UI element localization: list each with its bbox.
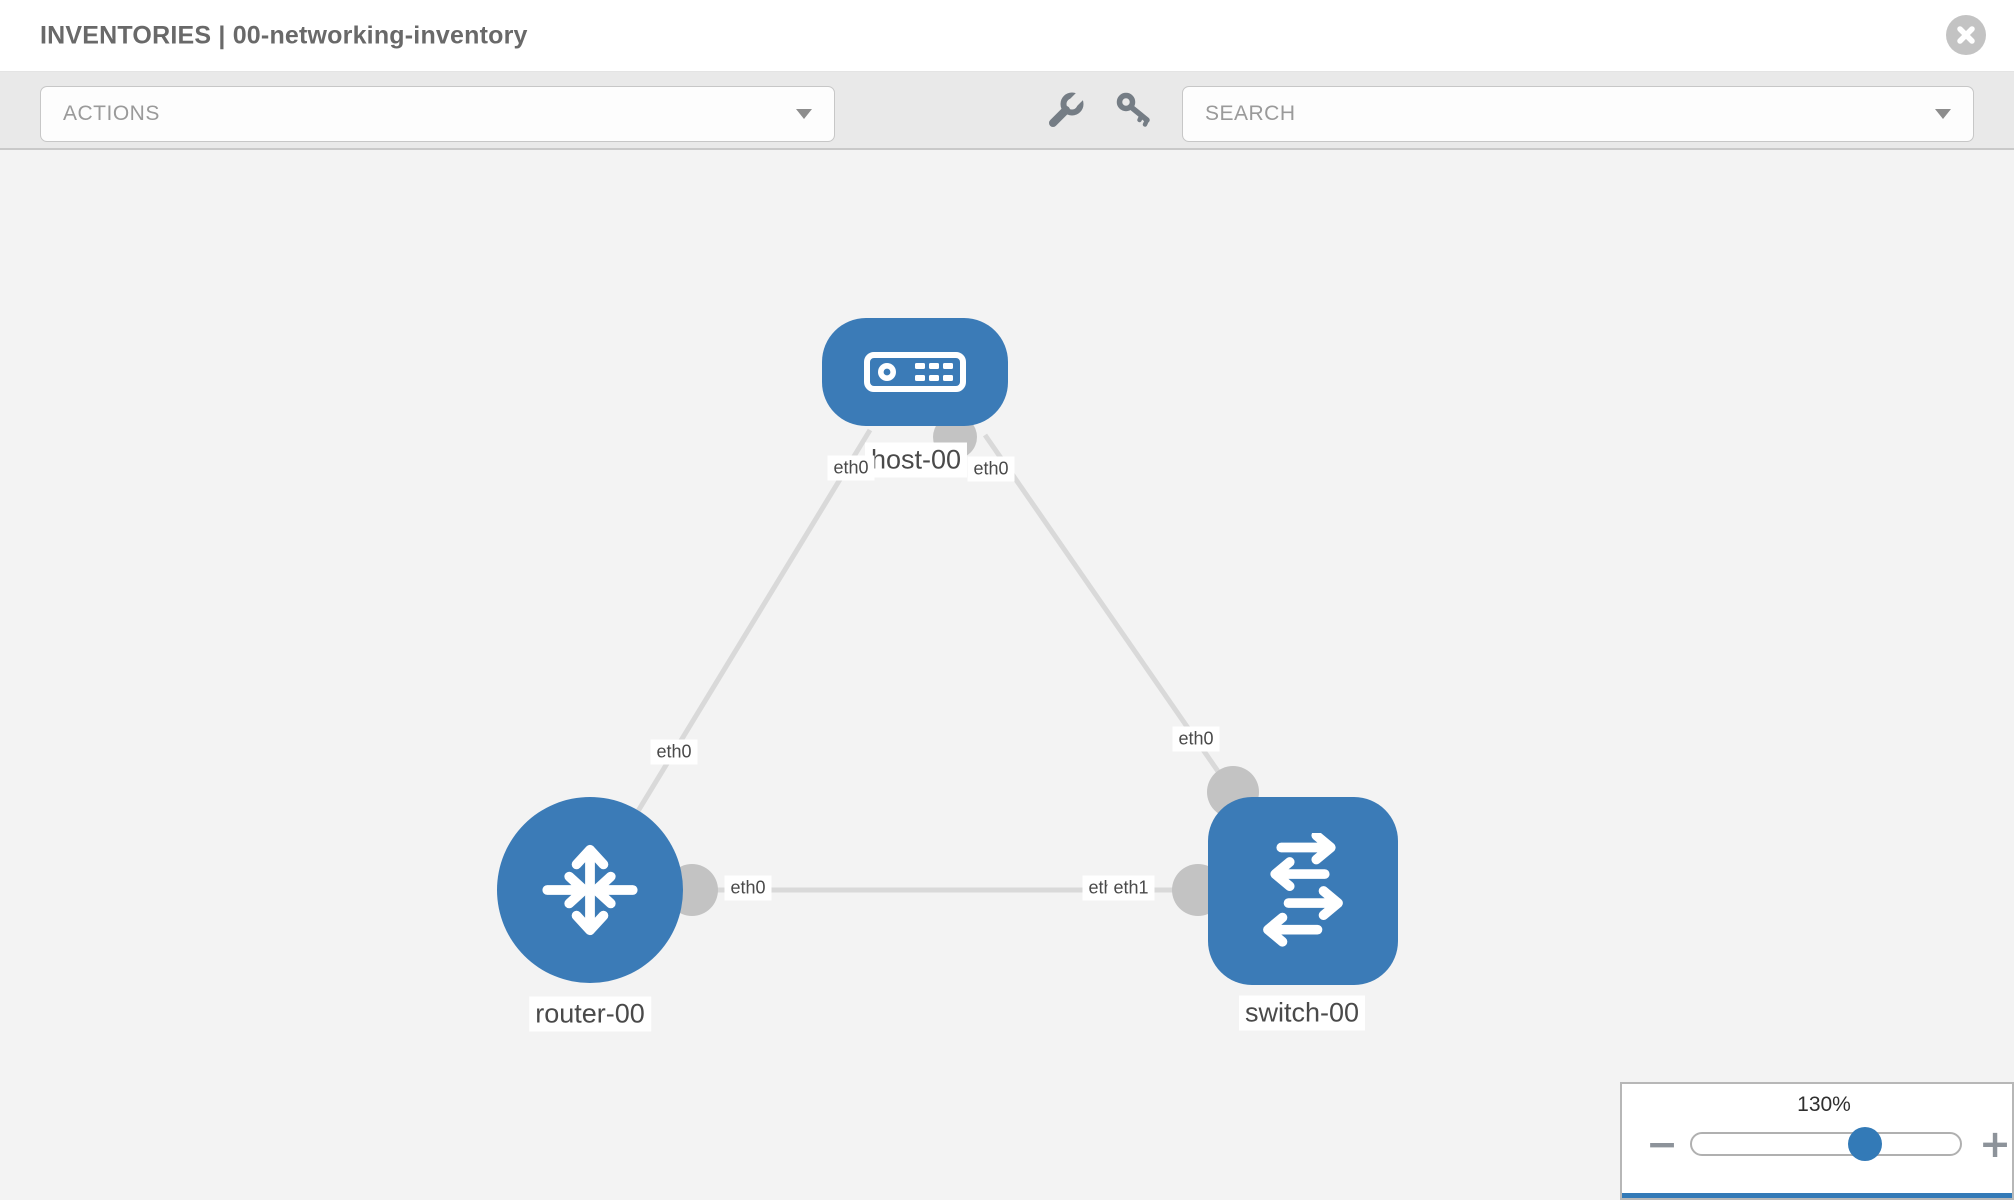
switch-icon	[1263, 833, 1343, 947]
close-button[interactable]	[1946, 15, 1986, 55]
search-dropdown-label: SEARCH	[1205, 102, 1296, 125]
panel-accent-bar	[1622, 1193, 2012, 1198]
zoom-out-button[interactable]: −	[1646, 1122, 1678, 1166]
server-icon	[864, 352, 966, 392]
wrench-icon[interactable]	[1046, 90, 1086, 130]
node-switch-00[interactable]	[1208, 797, 1398, 985]
toolbar-tools	[1046, 72, 1154, 148]
interface-label-router-eth0-uplink: eth0	[650, 739, 698, 765]
node-host-00[interactable]	[822, 318, 1008, 426]
actions-dropdown-label: ACTIONS	[63, 102, 160, 125]
topology-canvas[interactable]: host-00 router-00 switch-00 eth0 eth0 et…	[0, 150, 2014, 1200]
node-router-00[interactable]	[497, 797, 683, 983]
links-layer	[587, 415, 1259, 916]
page-title: INVENTORIES | 00-networking-inventory	[40, 21, 528, 49]
modal-header: INVENTORIES | 00-networking-inventory	[0, 0, 2014, 72]
toolbar: ACTIONS SEARCH	[0, 72, 2014, 150]
key-icon[interactable]	[1114, 90, 1154, 130]
interface-label-host-eth0-right: eth0	[967, 456, 1015, 482]
interface-label-switch-eth0: eth0	[1172, 726, 1220, 752]
zoom-panel: 130% − +	[1620, 1082, 2014, 1200]
search-dropdown[interactable]: SEARCH	[1182, 86, 1974, 142]
zoom-slider-thumb[interactable]	[1848, 1127, 1882, 1161]
node-label-switch-00: switch-00	[1238, 995, 1366, 1031]
zoom-in-button[interactable]: +	[1979, 1122, 2011, 1166]
zoom-slider[interactable]	[1690, 1127, 1962, 1161]
interface-label-switch-eth1: eth1	[1107, 875, 1155, 901]
node-label-host-00: host-00	[864, 442, 968, 478]
interface-label-router-eth0: eth0	[724, 875, 772, 901]
chevron-down-icon	[796, 109, 812, 119]
chevron-down-icon	[1935, 109, 1951, 119]
actions-dropdown[interactable]: ACTIONS	[40, 86, 835, 142]
node-label-router-00: router-00	[529, 996, 651, 1032]
interface-label-host-eth0-left: eth0	[827, 455, 875, 481]
router-icon	[542, 844, 638, 936]
zoom-level: 130%	[1797, 1093, 1851, 1116]
close-icon	[1957, 26, 1975, 44]
